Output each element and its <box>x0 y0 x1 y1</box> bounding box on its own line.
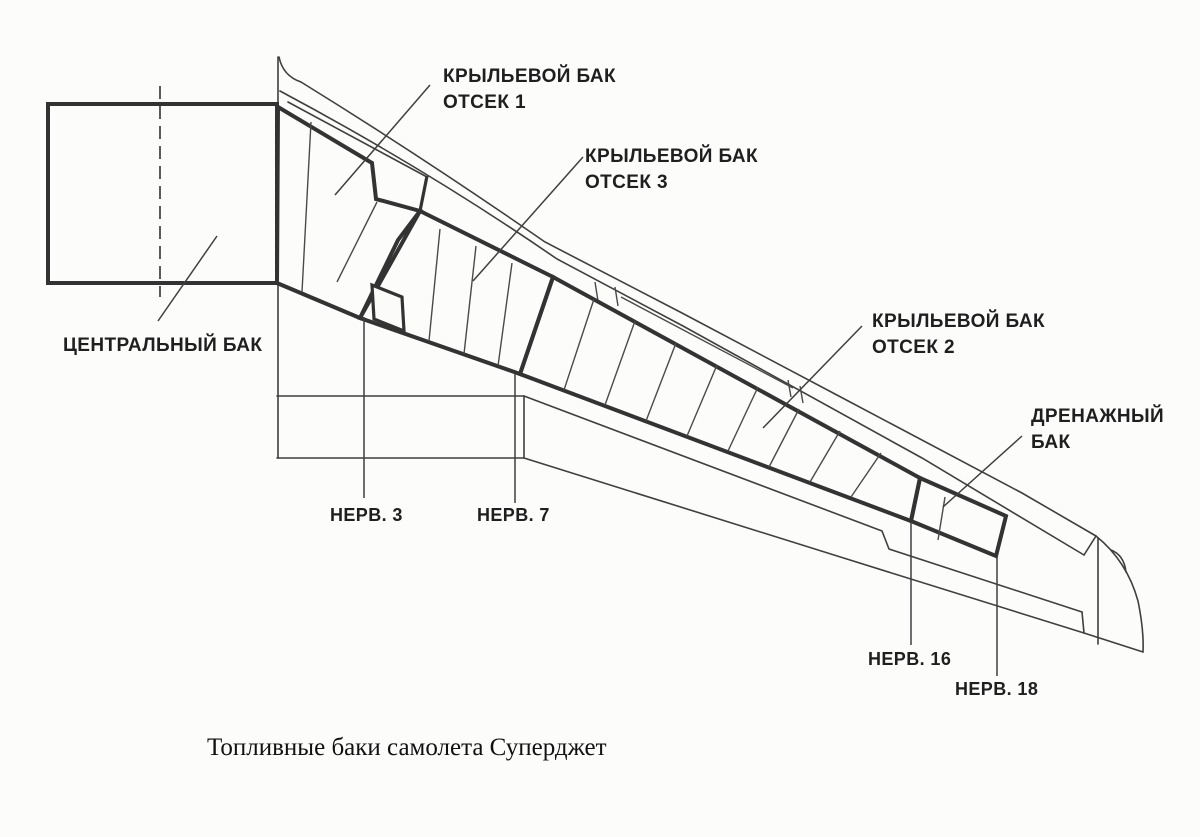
slat-cutout-edge <box>418 175 429 212</box>
rib-line <box>850 452 882 498</box>
slat-track-tick <box>594 281 599 302</box>
rib-line <box>336 201 378 283</box>
labels: КРЫЛЬЕВОЙ БАК ОТСЕК 1 КРЫЛЬЕВОЙ БАК ОТСЕ… <box>63 65 1164 699</box>
root-fairing-line <box>287 101 428 178</box>
rib-line <box>428 228 441 342</box>
wing-tank-compartment1-shape <box>274 103 424 321</box>
rib-line <box>463 245 477 355</box>
compartment3-label-line2: ОТСЕК 3 <box>585 172 668 193</box>
rib-line <box>497 262 513 367</box>
compartment2-leader <box>762 325 863 429</box>
slat-track-tick <box>787 379 792 398</box>
te-tip-line <box>1083 632 1144 653</box>
rib-line <box>727 386 759 452</box>
wing-outline <box>276 56 1144 653</box>
compartment3-leader <box>472 156 584 282</box>
te-upper-line <box>523 395 1083 613</box>
rib-line <box>604 320 636 406</box>
access-cutout-shape <box>370 282 406 334</box>
rib-line <box>301 121 312 293</box>
slat-track-tick <box>614 286 619 307</box>
drain-tank-label-line2: БАК <box>1031 432 1070 453</box>
rib-line <box>645 342 677 422</box>
te-cap <box>1081 611 1085 634</box>
drain-tank-label-line1: ДРЕНАЖНЫЙ <box>1031 405 1164 427</box>
central-tank-leader <box>157 235 218 322</box>
rib-line <box>768 408 800 468</box>
compartment2-label-line2: ОТСЕК 2 <box>872 337 955 358</box>
rib-lines <box>301 121 946 541</box>
compartment2-label-line1: КРЫЛЬЕВОЙ БАК <box>872 310 1045 332</box>
slat-track-rail <box>620 296 794 389</box>
central-tank-label: ЦЕНТРАЛЬНЫЙ БАК <box>63 334 262 356</box>
rib7-label: НЕРВ. 7 <box>477 505 550 525</box>
compartment1-label-line2: ОТСЕК 1 <box>443 92 526 113</box>
te-lower-line <box>523 457 1085 634</box>
rib-line <box>686 364 718 437</box>
leading-edge-inner <box>279 90 1085 556</box>
drain-tank-leader <box>942 435 1023 508</box>
rib16-label: НЕРВ. 16 <box>868 649 951 669</box>
winglet-inner-arc <box>1110 549 1127 573</box>
fuel-tank-regions <box>46 102 1009 559</box>
leading-edge-cap <box>1083 535 1097 556</box>
central-tank-shape <box>46 102 279 285</box>
rib-line <box>937 496 946 541</box>
rib3-label: НЕРВ. 3 <box>330 505 403 525</box>
compartment1-leader <box>334 84 431 196</box>
compartment1-label-line1: КРЫЛЬЕВОЙ БАК <box>443 65 616 87</box>
drain-tank-shape <box>908 475 1009 559</box>
winglet-outline <box>1095 535 1144 653</box>
rib-line <box>563 298 595 391</box>
leader-lines <box>157 84 1023 676</box>
figure-caption: Топливные баки самолета Суперджет <box>207 734 607 761</box>
rib18-label: НЕРВ. 18 <box>955 679 1038 699</box>
leading-edge-outer <box>278 56 1097 537</box>
compartment3-label-line1: КРЫЛЬЕВОЙ БАК <box>585 145 758 167</box>
rib-line <box>809 430 841 483</box>
